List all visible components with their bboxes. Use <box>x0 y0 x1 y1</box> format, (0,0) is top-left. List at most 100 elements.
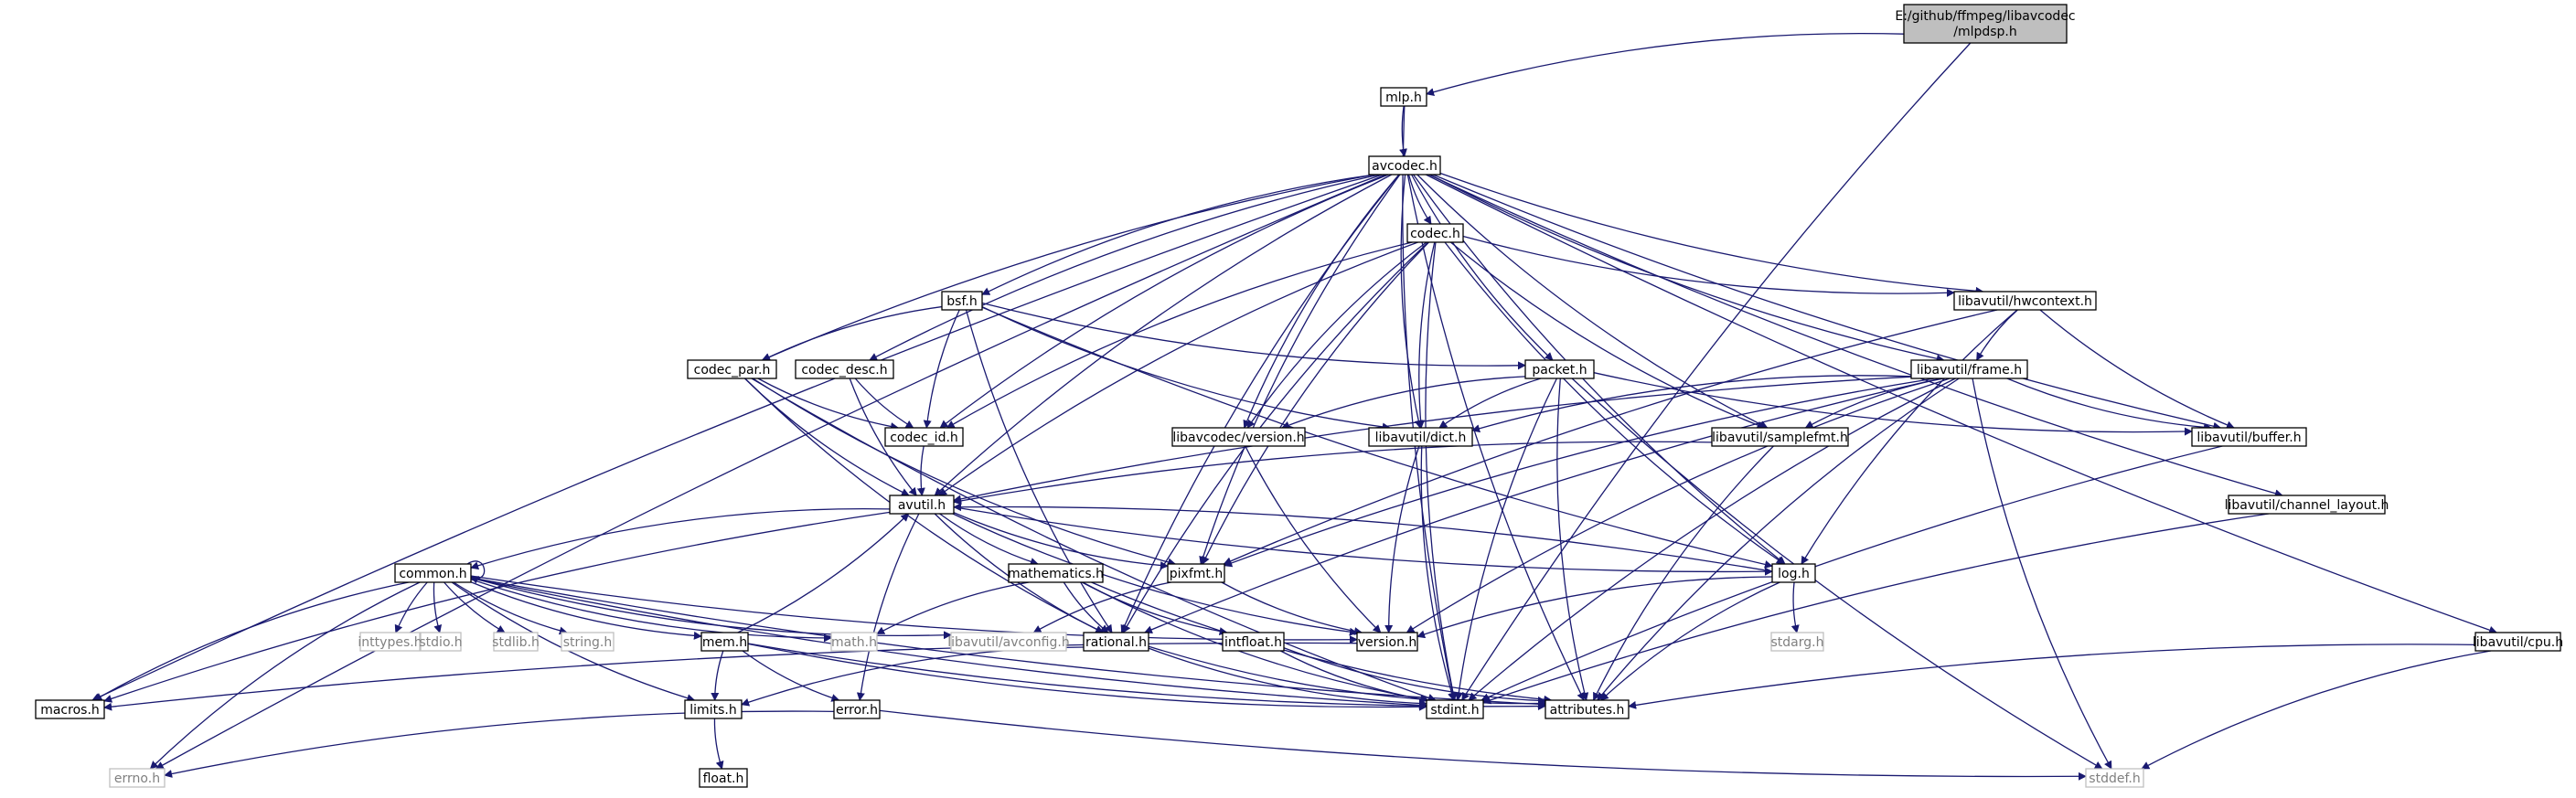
file-node-avcodec-h[interactable]: avcodec.h <box>1368 155 1441 176</box>
file-node-attributes-h[interactable]: attributes.h <box>1545 699 1630 719</box>
file-node-common-h[interactable]: common.h <box>394 563 472 583</box>
file-node-stdint-h[interactable]: stdint.h <box>1426 699 1484 719</box>
dependency-edge <box>1482 513 2270 705</box>
file-node-mathematics-h[interactable]: mathematics.h <box>1008 563 1104 583</box>
file-node-math-h: math.h <box>830 632 878 652</box>
dependency-edge <box>2141 650 2492 770</box>
file-node-box <box>830 632 878 652</box>
file-node-codec-par-h[interactable]: codec_par.h <box>687 359 777 379</box>
dependency-edge <box>1091 581 1553 704</box>
dependency-edge <box>1406 174 1585 701</box>
file-node-label: codec.h <box>1410 227 1460 241</box>
file-node-bsf-h[interactable]: bsf.h <box>941 291 983 311</box>
dependency-edge <box>1426 174 2497 634</box>
file-node-box <box>699 768 748 788</box>
file-node-label: stdarg.h <box>1771 635 1824 650</box>
dependency-edge <box>1461 42 1972 701</box>
dependency-edge <box>1399 105 1407 157</box>
file-node-box <box>2085 768 2144 788</box>
dependency-edge <box>744 378 1105 633</box>
dependency-edge <box>752 378 1177 567</box>
file-node-box <box>109 768 166 788</box>
file-node-label: libavutil/channel_layout.h <box>2225 498 2389 513</box>
dependency-edge <box>1628 644 2476 709</box>
file-node-box <box>1406 223 1464 243</box>
dependency-edge <box>1413 174 1786 565</box>
file-node-channel-layout-h[interactable]: libavutil/channel_layout.h <box>2225 495 2389 515</box>
file-node-label: log.h <box>1778 567 1810 581</box>
dependency-edge <box>1400 174 1423 429</box>
file-node-dict-h[interactable]: libavutil/dict.h <box>1368 427 1473 447</box>
file-node-packet-h[interactable]: packet.h <box>1524 359 1595 379</box>
file-node-label: version.h <box>1358 635 1417 650</box>
dependency-edge <box>742 650 840 702</box>
file-node-macros-h[interactable]: macros.h <box>35 699 105 719</box>
dependency-edge <box>1063 581 1109 633</box>
dependency-edge <box>1801 309 2018 565</box>
file-node-box <box>1524 359 1595 379</box>
file-node-label: errno.h <box>114 771 160 786</box>
dependency-edge <box>1202 241 1429 565</box>
file-node-label: libavutil/dict.h <box>1375 431 1467 445</box>
file-node-codec-desc-h[interactable]: codec_desc.h <box>795 359 894 379</box>
file-node-box <box>2228 495 2386 515</box>
file-node-rational-h[interactable]: rational.h <box>1083 632 1149 652</box>
file-node-limits-h[interactable]: limits.h <box>684 699 743 719</box>
dependency-edge <box>762 305 943 361</box>
file-node-buffer-h[interactable]: libavutil/buffer.h <box>2191 427 2307 447</box>
dependency-edge <box>1221 581 1363 635</box>
file-node-log-h[interactable]: log.h <box>1771 563 1816 583</box>
file-node-label: macros.h <box>40 703 100 718</box>
dependency-edge <box>939 174 1389 429</box>
file-node-codec-id-h[interactable]: codec_id.h <box>884 427 964 447</box>
file-node-label: codec_desc.h <box>801 363 887 378</box>
dependency-edge <box>453 581 568 635</box>
file-node-label: codec_id.h <box>890 431 958 445</box>
dependency-edge <box>91 174 1383 701</box>
file-node-mlp-h[interactable]: mlp.h <box>1380 87 1427 107</box>
file-node-box <box>1222 632 1285 652</box>
file-node-codec-h[interactable]: codec.h <box>1406 223 1464 243</box>
file-node-box <box>889 495 955 515</box>
dependency-edge <box>981 302 1526 370</box>
file-node-box <box>1545 699 1630 719</box>
file-node-intfloat-h[interactable]: intfloat.h <box>1222 632 1285 652</box>
dependency-edge <box>869 174 1380 361</box>
dependency-edge <box>952 513 1358 636</box>
dependency-edge <box>953 376 1912 504</box>
file-node-label: string.h <box>563 635 613 650</box>
file-node-stdio-h: stdio.h <box>419 632 463 652</box>
dependency-edge <box>981 306 1773 569</box>
dependency-edge <box>1480 445 2223 701</box>
dependency-edge <box>1411 174 1554 361</box>
dependency-edge <box>1246 241 1427 429</box>
file-node-avconfig-h: libavutil/avconfig.h <box>947 632 1070 652</box>
dependency-edge <box>470 579 832 643</box>
file-node-avutil-h[interactable]: avutil.h <box>889 495 955 515</box>
file-node-samplefmt-h[interactable]: libavutil/samplefmt.h <box>1711 427 1849 447</box>
file-node-avc-version-h[interactable]: libavcodec/version.h <box>1171 427 1306 447</box>
dependency-edge <box>744 378 910 496</box>
file-node-box <box>2474 632 2561 652</box>
file-node-stddef-h: stddef.h <box>2085 768 2144 788</box>
dependency-edge <box>953 506 1773 576</box>
dependency-edge <box>1593 372 2193 436</box>
dependency-edge <box>938 241 1418 496</box>
file-node-version-h[interactable]: version.h <box>1356 632 1418 652</box>
file-node-mem-h[interactable]: mem.h <box>700 632 749 652</box>
dependency-edge <box>751 378 1437 702</box>
file-node-box <box>1368 155 1441 176</box>
file-node-pixfmt-h[interactable]: pixfmt.h <box>1167 563 1225 583</box>
file-node-error-h[interactable]: error.h <box>833 699 881 719</box>
dependency-edge <box>1425 241 1458 701</box>
file-node-hwcontext-h[interactable]: libavutil/hwcontext.h <box>1953 291 2097 311</box>
file-node-cpu-h[interactable]: libavutil/cpu.h <box>2473 632 2563 652</box>
dependency-edge <box>711 650 724 701</box>
dependency-edge <box>761 174 1375 361</box>
file-node-label: libavutil/buffer.h <box>2197 431 2301 445</box>
dependency-edge <box>1279 650 1429 704</box>
file-node-frame-h[interactable]: libavutil/frame.h <box>1910 359 2028 379</box>
file-node-float-h[interactable]: float.h <box>699 768 748 788</box>
file-node-box <box>884 427 964 447</box>
file-node-label: libavutil/hwcontext.h <box>1958 294 2092 309</box>
